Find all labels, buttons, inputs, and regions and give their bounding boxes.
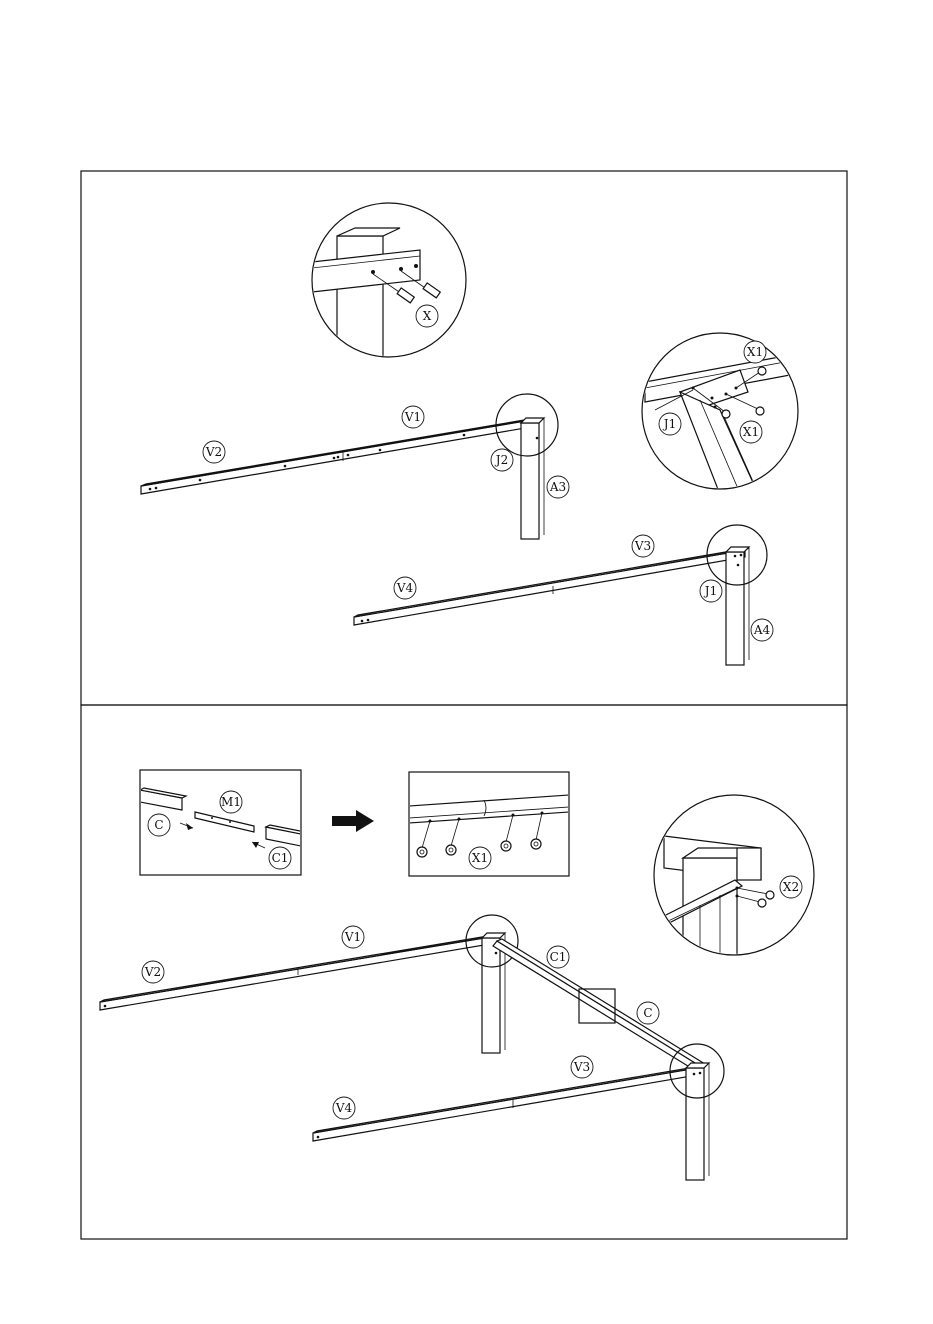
label-j1: J1 xyxy=(700,580,722,602)
label-a3: A3 xyxy=(547,476,569,498)
svg-text:J2: J2 xyxy=(494,453,508,467)
label-x1-inset: X1 xyxy=(469,847,491,869)
svg-text:X1: X1 xyxy=(743,425,759,439)
detail-circle-x xyxy=(312,203,466,376)
svg-text:C: C xyxy=(154,818,163,832)
svg-text:X1: X1 xyxy=(472,851,488,865)
label-c-inset: C xyxy=(148,814,170,836)
svg-text:X2: X2 xyxy=(783,880,799,894)
label-j1-detail: J1 xyxy=(659,413,681,435)
svg-text:X1: X1 xyxy=(747,345,763,359)
arrow-right-icon xyxy=(332,810,374,832)
label-v2-assembled: V2 xyxy=(142,961,164,983)
svg-text:V1: V1 xyxy=(344,930,361,944)
label-v4-assembled: V4 xyxy=(333,1097,355,1119)
label-x1-top: X1 xyxy=(744,341,766,363)
label-v2: V2 xyxy=(203,441,225,463)
label-x2: X2 xyxy=(780,876,802,898)
svg-text:V4: V4 xyxy=(335,1101,353,1115)
svg-text:A4: A4 xyxy=(753,623,771,637)
label-m1: M1 xyxy=(220,791,242,813)
label-j2: J2 xyxy=(491,449,513,471)
post-a4 xyxy=(726,547,749,665)
label-x1-bottom: X1 xyxy=(740,421,762,443)
svg-text:V4: V4 xyxy=(396,581,414,595)
svg-text:C1: C1 xyxy=(550,950,567,964)
svg-text:X: X xyxy=(423,309,432,323)
svg-text:V1: V1 xyxy=(404,410,421,424)
rail-c1-c xyxy=(493,939,705,1071)
svg-text:V3: V3 xyxy=(573,1060,590,1074)
label-c: C xyxy=(637,1002,659,1024)
svg-text:V3: V3 xyxy=(634,539,651,553)
label-x: X xyxy=(416,305,438,327)
label-v4: V4 xyxy=(394,577,416,599)
svg-text:M1: M1 xyxy=(221,795,241,809)
rail-v1-v2 xyxy=(141,418,536,494)
label-v1-assembled: V1 xyxy=(342,926,364,948)
post-front-right xyxy=(686,1063,709,1180)
svg-text:V2: V2 xyxy=(144,965,161,979)
svg-text:V2: V2 xyxy=(205,445,222,459)
label-v1: V1 xyxy=(402,406,424,428)
svg-text:J1: J1 xyxy=(662,417,676,431)
label-c1: C1 xyxy=(547,946,569,968)
label-v3: V3 xyxy=(632,535,654,557)
label-c1-inset: C1 xyxy=(269,847,291,869)
svg-text:C: C xyxy=(643,1006,652,1020)
svg-text:C1: C1 xyxy=(272,851,289,865)
svg-text:A3: A3 xyxy=(549,480,566,494)
post-a3 xyxy=(521,418,544,539)
rail-v3-v4-assembled xyxy=(313,1065,707,1141)
label-a4: A4 xyxy=(751,619,773,641)
panel-step-2 xyxy=(81,705,847,1239)
label-v3-assembled: V3 xyxy=(571,1056,593,1078)
svg-text:J1: J1 xyxy=(703,584,717,598)
